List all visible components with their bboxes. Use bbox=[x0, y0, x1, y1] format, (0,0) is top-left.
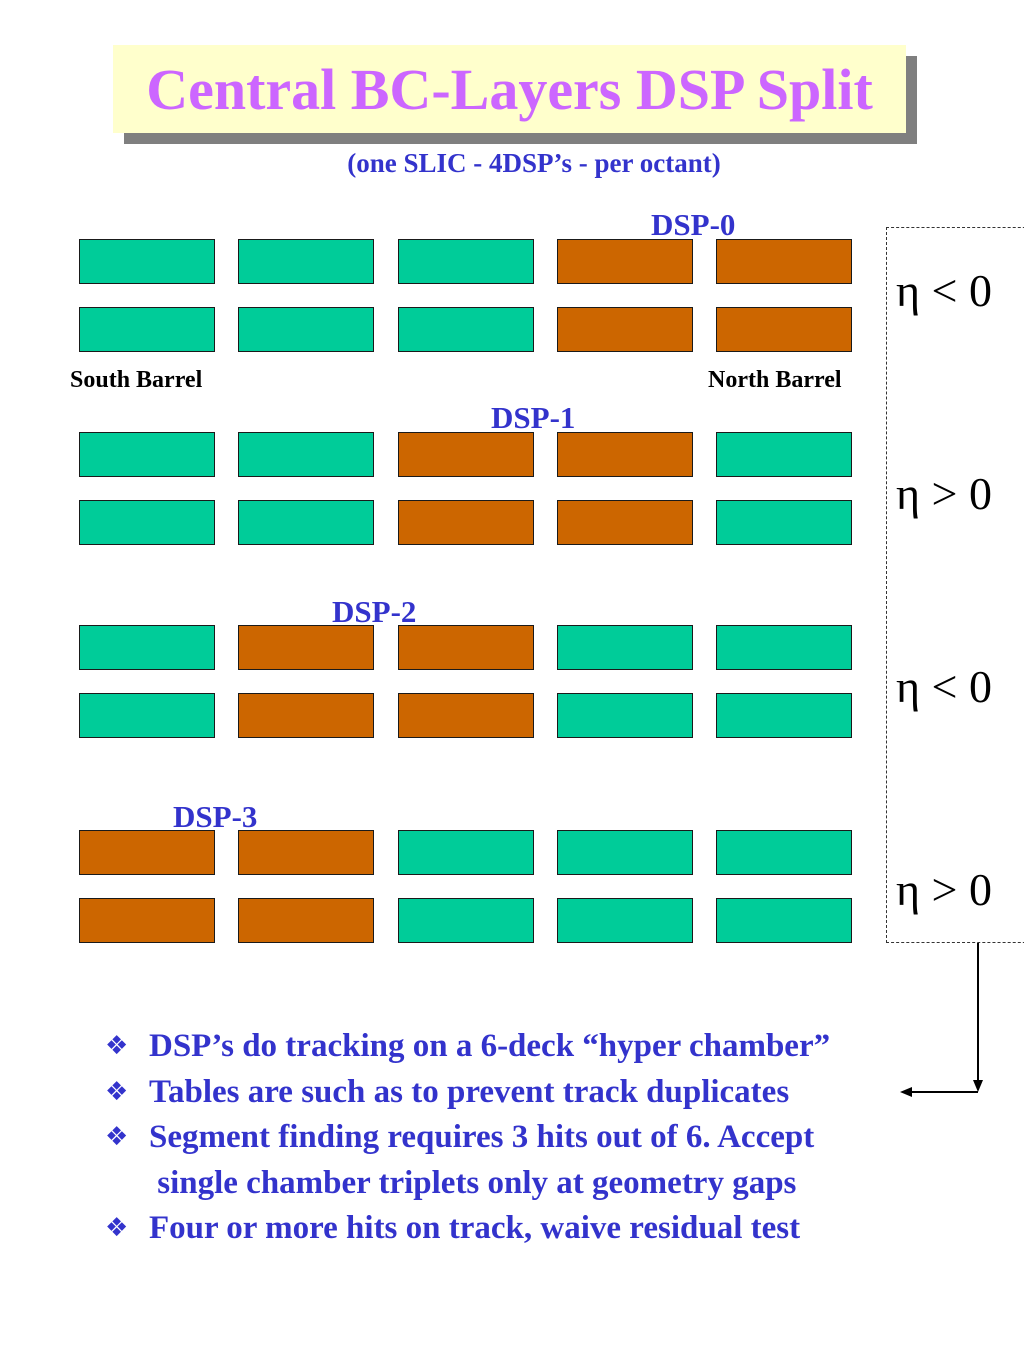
bullet-list: ❖ DSP’s do tracking on a 6-deck “hyper c… bbox=[105, 1024, 1005, 1252]
dsp-label-0: DSP-0 bbox=[651, 207, 736, 242]
chamber-green-dsp0-row1-col1 bbox=[238, 307, 374, 352]
chamber-green-dsp3-row0-col3 bbox=[557, 830, 693, 875]
eta-label-2: η < 0 bbox=[896, 661, 992, 712]
bullet-item: ❖ Four or more hits on track, waive resi… bbox=[105, 1206, 1005, 1252]
eta-label-3: η > 0 bbox=[896, 864, 992, 915]
chamber-green-dsp0-row0-col1 bbox=[238, 239, 374, 284]
slide-title: Central BC-Layers DSP Split bbox=[146, 56, 873, 122]
dsp-label-1: DSP-1 bbox=[491, 400, 576, 435]
chamber-orange-dsp3-row0-col1 bbox=[238, 830, 374, 875]
dsp-label-2: DSP-2 bbox=[332, 594, 417, 629]
chamber-green-dsp3-row1-col3 bbox=[557, 898, 693, 943]
chamber-orange-dsp1-row1-col2 bbox=[398, 500, 534, 545]
eta-label-0: η < 0 bbox=[896, 265, 992, 316]
chamber-green-dsp1-row0-col4 bbox=[716, 432, 852, 477]
chamber-green-dsp2-row1-col3 bbox=[557, 693, 693, 738]
chamber-green-dsp0-row1-col0 bbox=[79, 307, 215, 352]
chamber-green-dsp1-row1-col4 bbox=[716, 500, 852, 545]
chamber-orange-dsp0-row1-col4 bbox=[716, 307, 852, 352]
chamber-green-dsp2-row0-col4 bbox=[716, 625, 852, 670]
north-barrel-label: North Barrel bbox=[708, 367, 842, 393]
chamber-orange-dsp3-row1-col0 bbox=[79, 898, 215, 943]
chamber-green-dsp3-row0-col4 bbox=[716, 830, 852, 875]
chamber-orange-dsp3-row0-col0 bbox=[79, 830, 215, 875]
chamber-green-dsp3-row0-col2 bbox=[398, 830, 534, 875]
chamber-orange-dsp1-row0-col2 bbox=[398, 432, 534, 477]
chamber-orange-dsp2-row1-col2 bbox=[398, 693, 534, 738]
chamber-green-dsp0-row0-col0 bbox=[79, 239, 215, 284]
chamber-orange-dsp1-row0-col3 bbox=[557, 432, 693, 477]
subtitle: (one SLIC - 4DSP’s - per octant) bbox=[347, 148, 721, 178]
chamber-green-dsp2-row0-col3 bbox=[557, 625, 693, 670]
bullet-text: Tables are such as to prevent track dupl… bbox=[149, 1073, 790, 1110]
chamber-orange-dsp3-row1-col1 bbox=[238, 898, 374, 943]
bullet-text: Four or more hits on track, waive residu… bbox=[149, 1210, 801, 1246]
south-barrel-label: South Barrel bbox=[70, 367, 203, 393]
chamber-green-dsp1-row0-col0 bbox=[79, 432, 215, 477]
bullet-item: ❖ DSP’s do tracking on a 6-deck “hyper c… bbox=[105, 1024, 1005, 1070]
eta-region-box bbox=[886, 227, 1024, 943]
eta-label-1: η > 0 bbox=[896, 468, 992, 519]
chamber-orange-dsp0-row0-col4 bbox=[716, 239, 852, 284]
title-box: Central BC-Layers DSP Split bbox=[113, 45, 906, 133]
chamber-green-dsp1-row1-col0 bbox=[79, 500, 215, 545]
bullet-item: ❖ Segment finding requires 3 hits out of… bbox=[105, 1115, 1005, 1206]
diamond-bullet-icon: ❖ bbox=[105, 1076, 129, 1107]
chamber-orange-dsp0-row0-col3 bbox=[557, 239, 693, 284]
chamber-green-dsp3-row1-col2 bbox=[398, 898, 534, 943]
diamond-bullet-icon: ❖ bbox=[105, 1122, 129, 1152]
arrow-down-head bbox=[973, 1080, 983, 1092]
chamber-orange-dsp2-row0-col2 bbox=[398, 625, 534, 670]
arrow-left-head bbox=[900, 1087, 912, 1097]
chamber-orange-dsp1-row1-col3 bbox=[557, 500, 693, 545]
chamber-orange-dsp2-row0-col1 bbox=[238, 625, 374, 670]
diamond-bullet-icon: ❖ bbox=[105, 1031, 129, 1061]
chamber-orange-dsp2-row1-col1 bbox=[238, 693, 374, 738]
bullet-text: Segment finding requires 3 hits out of 6… bbox=[149, 1119, 815, 1201]
dsp-label-3: DSP-3 bbox=[173, 799, 258, 834]
chamber-green-dsp3-row1-col4 bbox=[716, 898, 852, 943]
diamond-bullet-icon: ❖ bbox=[105, 1213, 129, 1243]
chamber-green-dsp2-row0-col0 bbox=[79, 625, 215, 670]
chamber-green-dsp1-row1-col1 bbox=[238, 500, 374, 545]
chamber-green-dsp2-row1-col4 bbox=[716, 693, 852, 738]
chamber-green-dsp2-row1-col0 bbox=[79, 693, 215, 738]
bullet-text: DSP’s do tracking on a 6-deck “hyper cha… bbox=[149, 1028, 831, 1064]
bullet-item: ❖ Tables are such as to prevent track du… bbox=[105, 1070, 1005, 1116]
chamber-orange-dsp0-row1-col3 bbox=[557, 307, 693, 352]
chamber-green-dsp0-row1-col2 bbox=[398, 307, 534, 352]
chamber-green-dsp1-row0-col1 bbox=[238, 432, 374, 477]
chamber-green-dsp0-row0-col2 bbox=[398, 239, 534, 284]
